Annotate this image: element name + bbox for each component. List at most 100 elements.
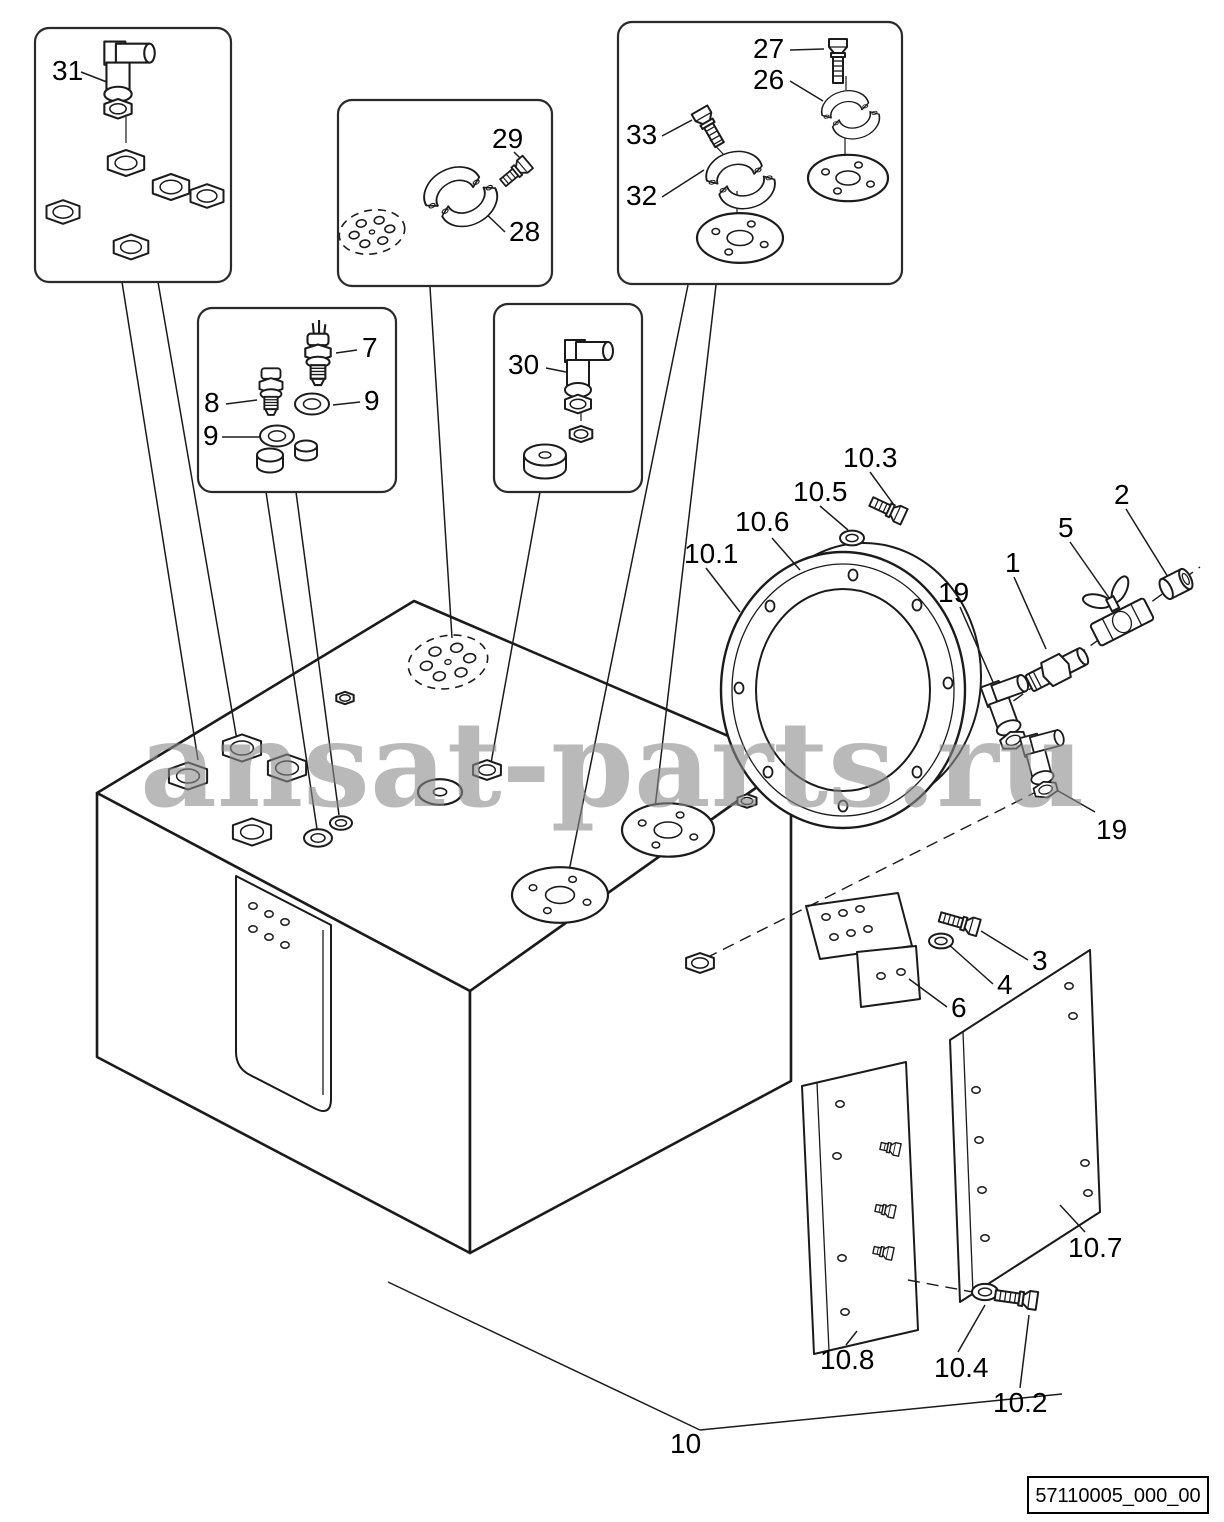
leader-line <box>490 491 541 764</box>
elbow-nut <box>1032 780 1059 799</box>
bracket-tab <box>856 945 921 1008</box>
washer <box>928 932 954 950</box>
elbow-fitting <box>564 339 614 415</box>
bolt <box>828 38 848 84</box>
leader-line <box>387 1281 701 1431</box>
part-label-3: 3 <box>1032 945 1048 976</box>
spacer-cylinder <box>256 447 284 474</box>
doc-number-box: 57110005_000_00 <box>1027 1476 1209 1514</box>
drill-hole <box>835 1100 845 1108</box>
drill-hole <box>280 941 290 949</box>
part-label-9a: 9 <box>364 385 380 416</box>
ring-bolt-hole <box>847 568 859 582</box>
elbow-fitting <box>103 40 156 120</box>
part-label-4: 4 <box>997 969 1013 1000</box>
part-label-10.6: 10.6 <box>735 506 790 537</box>
cap-part-2 <box>1158 567 1194 601</box>
hex-nut <box>112 233 150 261</box>
flange-disc <box>620 802 716 858</box>
drill-hole <box>1064 982 1074 990</box>
leader-line <box>1052 787 1096 813</box>
part-label-27: 27 <box>753 33 784 64</box>
clamp-half-pair <box>820 90 881 140</box>
part-label-33: 33 <box>626 119 657 150</box>
ring-bolt-hole <box>911 598 923 612</box>
bolt <box>874 1203 897 1219</box>
doc-number: 57110005_000_00 <box>1035 1485 1200 1507</box>
small-parts <box>45 38 1093 1316</box>
leader-line <box>819 505 849 531</box>
hex-nut <box>266 753 308 783</box>
leader-line <box>225 399 258 405</box>
part-label-10.4: 10.4 <box>934 1352 989 1383</box>
breather-hole-pattern <box>338 208 406 256</box>
mounting-plates <box>801 949 1101 1355</box>
ring-bolt-hole <box>733 681 745 695</box>
ring-bolt-hole <box>762 765 774 779</box>
part-label-32: 32 <box>626 180 657 211</box>
ring-front-chamfer <box>731 563 955 817</box>
leader-line <box>908 978 948 1008</box>
ring-bolt-hole <box>837 799 849 813</box>
valve-body <box>1089 597 1155 647</box>
leader-line <box>789 48 825 51</box>
washer <box>294 392 330 416</box>
hex-nut <box>106 149 146 177</box>
leader-line <box>705 567 741 613</box>
leader-line <box>946 942 994 985</box>
flange-disc <box>695 212 785 265</box>
leader-line <box>295 491 340 816</box>
drill-hole <box>248 902 258 910</box>
sensor <box>304 320 332 387</box>
part-label-10.1: 10.1 <box>684 538 739 569</box>
drill-hole <box>971 1086 981 1094</box>
part-label-1: 1 <box>1005 547 1021 578</box>
part-label-7: 7 <box>362 332 378 363</box>
leader-line <box>1019 1314 1030 1389</box>
ring-bolt-hole <box>764 599 776 613</box>
hex-nut <box>736 793 758 809</box>
hex-nut <box>221 733 263 763</box>
drill-hole <box>264 910 274 918</box>
drill-hole <box>837 1254 847 1262</box>
leader-line <box>429 286 453 639</box>
hex-nut <box>472 759 502 781</box>
leader-line <box>335 349 358 354</box>
flange-disc <box>416 778 464 806</box>
centerline <box>705 791 1037 959</box>
part-label-29: 29 <box>492 123 523 154</box>
drill-hole <box>974 1136 984 1144</box>
drill-hole <box>846 929 856 937</box>
hex-nut <box>568 424 594 444</box>
doc-number-frame <box>1027 1476 1209 1514</box>
hex-nut <box>45 199 81 225</box>
elbow-nut <box>103 97 133 120</box>
ball-valve-part-5 <box>1081 575 1155 647</box>
valve-stem <box>1105 595 1121 613</box>
bracket-part-6 <box>805 892 921 1008</box>
hex-nut <box>189 183 225 209</box>
washer <box>329 815 353 831</box>
clamp-half-pair <box>423 166 499 228</box>
leader-line <box>157 281 239 747</box>
part-label-10.3: 10.3 <box>843 442 898 473</box>
hex-nut <box>151 173 191 201</box>
leader-line <box>661 119 693 137</box>
leader-line <box>699 1393 1063 1431</box>
part-label-30: 30 <box>508 349 539 380</box>
leader-line <box>565 284 689 887</box>
hex-nut <box>685 952 715 974</box>
elbow-nut <box>564 393 592 415</box>
bolt <box>499 154 534 188</box>
part-label-9b: 9 <box>203 420 219 451</box>
part-label-10.2: 10.2 <box>993 1387 1048 1418</box>
part-label-5: 5 <box>1058 512 1074 543</box>
sensor <box>258 367 284 416</box>
bolt <box>937 911 982 938</box>
plate-10-7 <box>949 949 1101 1303</box>
detail-boxes <box>33 20 904 494</box>
drill-hole <box>1068 1012 1078 1020</box>
leader-line <box>332 401 361 406</box>
leader-line <box>650 284 717 843</box>
elbow-fitting <box>979 674 1030 750</box>
